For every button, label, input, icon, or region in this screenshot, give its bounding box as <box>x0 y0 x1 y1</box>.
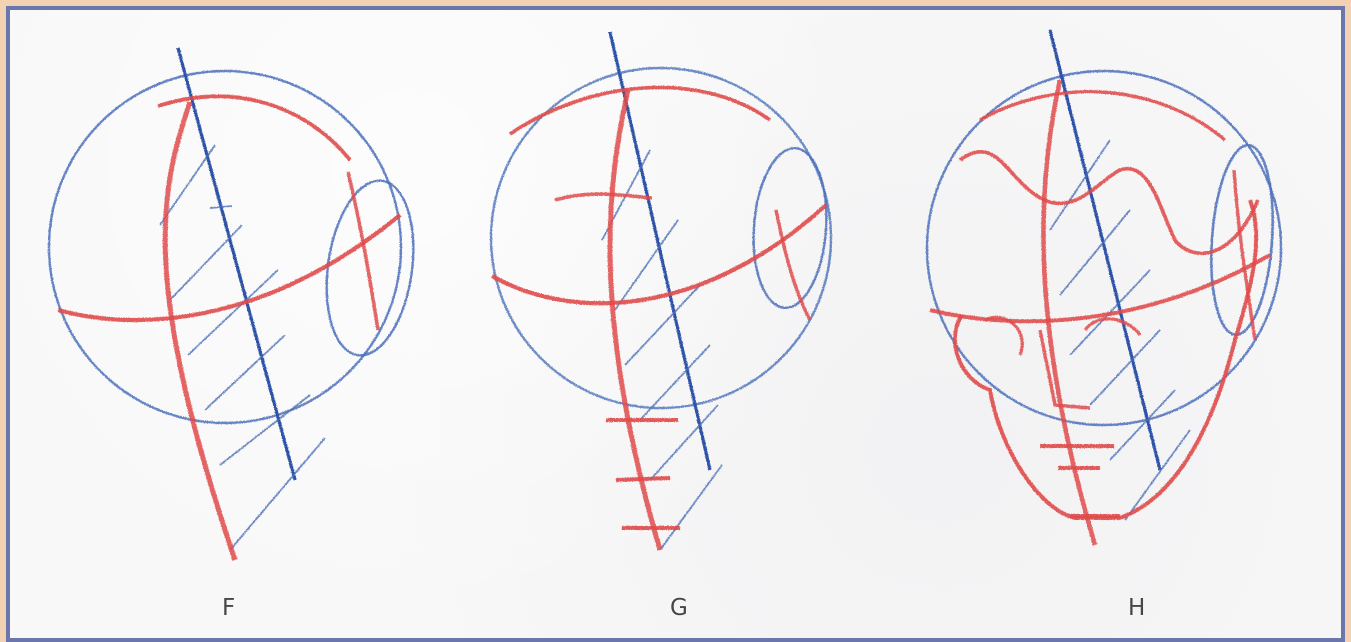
figure-label-g: G <box>670 595 688 621</box>
figure-label-h: H <box>1128 595 1146 621</box>
figure-h-side-cross <box>1234 170 1255 340</box>
head-construction-sketches <box>10 10 1341 638</box>
illustration-panel: F G H <box>6 6 1345 642</box>
figure-h-sketch <box>910 30 1281 545</box>
figure-g-sketch <box>480 32 831 550</box>
figure-label-f: F <box>222 595 236 621</box>
figure-g-feature-ticks <box>606 420 680 528</box>
figure-f-sketch <box>40 48 424 560</box>
